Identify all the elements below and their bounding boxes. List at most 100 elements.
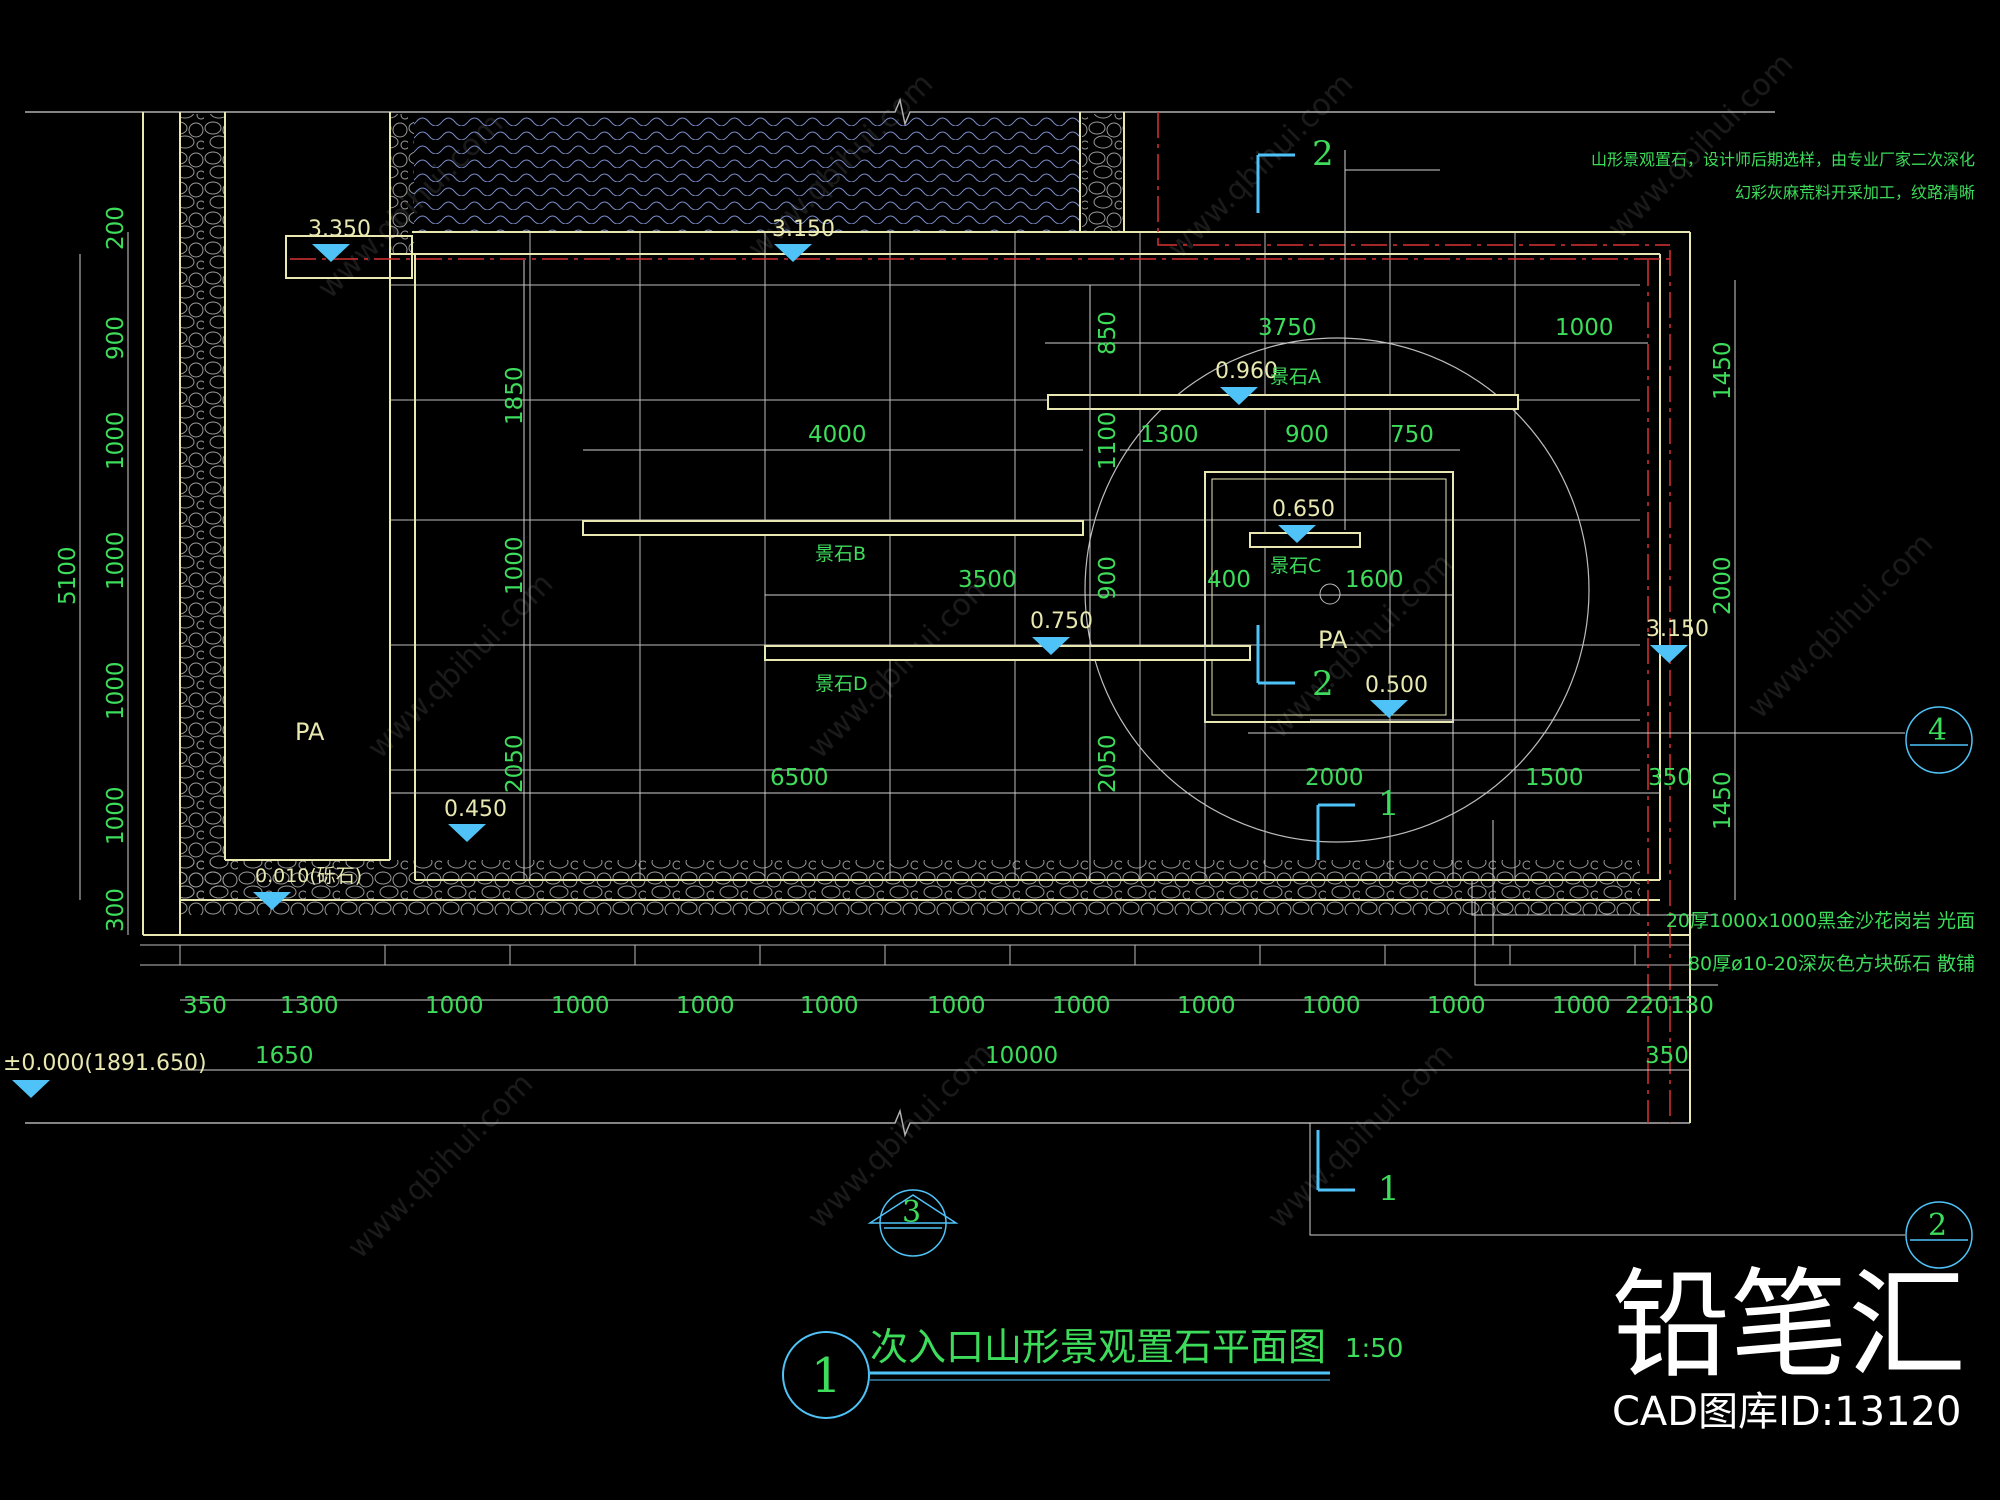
stone-group-circle: [1084, 337, 1590, 843]
svg-text:1100: 1100: [1095, 411, 1121, 470]
inner-dimensions: 3750 1000 850 1850 4000 1100 1300 900 75…: [502, 311, 1736, 830]
level-pool-c: 0.500: [1365, 673, 1428, 698]
svg-text:1300: 1300: [1140, 422, 1199, 448]
level-texts: 3.350 3.150 0.960 0.650 0.750 0.500 3.15…: [3, 217, 1709, 1076]
svg-text:10000: 10000: [985, 1043, 1058, 1069]
drawing-scale: 1:50: [1345, 1334, 1403, 1364]
svg-text:1000: 1000: [1177, 993, 1236, 1019]
stone-b: [582, 520, 1084, 536]
left-total-dimension: 5100: [55, 546, 81, 605]
svg-text:2000: 2000: [1305, 765, 1364, 791]
section-mark-labels: 2 2 1 1: [1312, 134, 1400, 1209]
stone-c-label: 景石C: [1270, 555, 1321, 577]
left-dimensions: 200 900 1000 1000 1000 1000 300 5100: [55, 206, 129, 932]
svg-text:1000: 1000: [103, 786, 129, 845]
svg-text:1500: 1500: [1525, 765, 1584, 791]
svg-text:1000: 1000: [800, 993, 859, 1019]
stone-b-label: 景石B: [815, 543, 866, 565]
svg-text:350: 350: [1645, 1043, 1689, 1069]
svg-text:900: 900: [103, 316, 129, 360]
annotation-notes: 山形景观置石，设计师后期选样，由专业厂家二次深化 幻彩灰麻荒料开采加工，纹路清晰…: [1591, 150, 1975, 975]
svg-text:1000: 1000: [103, 531, 129, 590]
svg-text:1450: 1450: [1710, 771, 1736, 830]
svg-text:350: 350: [183, 993, 227, 1019]
svg-text:1000: 1000: [502, 536, 528, 595]
level-stone-c: 0.650: [1272, 497, 1335, 522]
bottom-dimensions: 350 1300 1000 1000 1000 1000 1000 1000 1…: [183, 993, 1714, 1069]
svg-text:1000: 1000: [103, 661, 129, 720]
level-top-left: 3.350: [308, 217, 371, 242]
level-triangles: [12, 244, 1688, 1098]
space-label-left: PA: [295, 718, 325, 746]
svg-text:2: 2: [1928, 1208, 1947, 1243]
svg-text:3750: 3750: [1258, 315, 1317, 341]
paving-grid: [140, 232, 1690, 966]
svg-text:4000: 4000: [808, 422, 867, 448]
svg-text:1000: 1000: [1427, 993, 1486, 1019]
brand-logo-text: 铅笔汇: [1612, 1256, 1966, 1394]
water-area: [414, 114, 1080, 232]
svg-text:1000: 1000: [551, 993, 610, 1019]
svg-text:2050: 2050: [502, 734, 528, 793]
detail-ref-4: 4: [1905, 706, 1973, 774]
svg-text:1000: 1000: [927, 993, 986, 1019]
stone-a-label: 景石A: [1270, 366, 1321, 388]
detail-number: 1: [811, 1348, 842, 1404]
svg-text:1000: 1000: [103, 411, 129, 470]
section-mark-2-mid: 2: [1312, 664, 1334, 704]
svg-text:1000: 1000: [1555, 315, 1614, 341]
svg-text:3500: 3500: [958, 567, 1017, 593]
svg-text:400: 400: [1207, 567, 1251, 593]
level-right: 3.150: [1646, 617, 1709, 642]
svg-text:www.qbihui.com: www.qbihui.com: [801, 566, 1000, 765]
svg-text:6500: 6500: [770, 765, 829, 791]
svg-text:350: 350: [1648, 765, 1692, 791]
svg-text:1650: 1650: [255, 1043, 314, 1069]
svg-text:www.qbihui.com: www.qbihui.com: [1601, 46, 1800, 245]
svg-text:www.qbihui.com: www.qbihui.com: [341, 1066, 540, 1265]
svg-text:1850: 1850: [502, 366, 528, 425]
note-top-line2: 幻彩灰麻荒料开采加工，纹路清晰: [1735, 183, 1975, 202]
note-top-line1: 山形景观置石，设计师后期选样，由专业厂家二次深化: [1591, 150, 1975, 169]
gravel-bands: [180, 114, 1640, 915]
svg-text:1450: 1450: [1710, 341, 1736, 400]
stone-labels: 景石A 景石B 景石C 景石D: [815, 366, 1321, 695]
level-stone-a: 0.960: [1215, 359, 1278, 384]
svg-text:1300: 1300: [280, 993, 339, 1019]
svg-text:1000: 1000: [1052, 993, 1111, 1019]
svg-text:1600: 1600: [1345, 567, 1404, 593]
svg-text:200: 200: [103, 206, 129, 250]
stone-d: [764, 645, 1251, 661]
stone-c-center-circle: [1319, 583, 1341, 605]
section-marks: [1256, 153, 1355, 1192]
svg-text:1000: 1000: [425, 993, 484, 1019]
note-bottom-line1: 20厚1000x1000黑金沙花岗岩 光面: [1666, 910, 1975, 932]
level-top-mid: 3.150: [772, 217, 835, 242]
detail-ref-2: 2: [1905, 1201, 1973, 1269]
level-pool-floor: 0.450: [444, 797, 507, 822]
svg-text:www.qbihui.com: www.qbihui.com: [1261, 1036, 1460, 1235]
svg-text:2050: 2050: [1095, 734, 1121, 793]
svg-text:3: 3: [902, 1195, 921, 1230]
brand-watermark: 铅笔汇 CAD图库ID:13120: [1612, 1256, 1966, 1435]
svg-text:1000: 1000: [1302, 993, 1361, 1019]
svg-text:2000: 2000: [1710, 556, 1736, 615]
space-label-pool: PA: [1318, 626, 1348, 654]
detail-number-circle: [782, 1331, 870, 1419]
svg-text:900: 900: [1285, 422, 1329, 448]
level-datum: ±0.000(1891.650): [3, 1051, 207, 1076]
svg-text:1000: 1000: [1552, 993, 1611, 1019]
stone-a: [1047, 394, 1519, 410]
cad-id-text: CAD图库ID:13120: [1612, 1389, 1961, 1435]
axis-lines: [290, 112, 1671, 1123]
landscape-stones: [582, 394, 1519, 661]
svg-text:750: 750: [1390, 422, 1434, 448]
svg-text:www.qbihui.com: www.qbihui.com: [1741, 526, 1940, 725]
stone-d-label: 景石D: [815, 673, 868, 695]
title-block: 1 次入口山形景观置石平面图 1:50: [782, 1325, 1403, 1419]
break-lines: [25, 97, 1775, 1138]
level-stone-d: 0.750: [1030, 609, 1093, 634]
drawing-title: 次入口山形景观置石平面图: [870, 1325, 1326, 1369]
note-bottom-line2: 80厚ø10-20深灰色方块砾石 散铺: [1688, 953, 1975, 975]
